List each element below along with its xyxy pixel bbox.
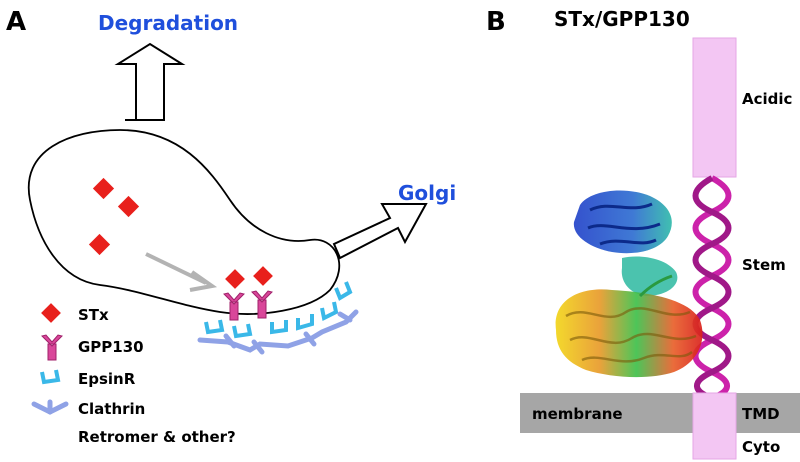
legend-epsinr-label: EpsinR [78, 370, 136, 388]
tmd-label: TMD [742, 405, 780, 423]
legend-stx-symbol [41, 303, 61, 323]
legend-stx-label: STx [78, 306, 109, 324]
legend: STx GPP130 EpsinR Clathrin Retromer & ot… [31, 303, 236, 446]
degradation-label: Degradation [98, 11, 238, 35]
legend-gpp130-label: GPP130 [78, 338, 144, 356]
golgi-arrow [332, 203, 428, 260]
gpp130-receptor [223, 292, 245, 321]
stx-diamond [253, 266, 273, 286]
panel-b-label: B [486, 7, 506, 37]
stx-diamond [88, 233, 111, 256]
stx-diamond [117, 195, 140, 218]
legend-gpp130-symbol [41, 334, 63, 361]
panel-a-label: A [6, 7, 26, 37]
stx-diamond [92, 177, 115, 200]
legend-epsinr-symbol [40, 369, 61, 385]
stem-helix [692, 175, 732, 401]
epsinr-coat [204, 281, 353, 339]
degradation-arrow [114, 42, 186, 121]
gpp130-receptor [251, 290, 273, 319]
endosome-outline [27, 129, 341, 315]
transport-arrow [145, 252, 207, 285]
clathrin-coat [197, 309, 359, 355]
cyto-label: Cyto [742, 438, 780, 456]
golgi-label: Golgi [398, 181, 456, 205]
transport-arrowhead [189, 270, 218, 292]
panel-b-title: STx/GPP130 [554, 7, 690, 31]
legend-clathrin-label: Clathrin [78, 400, 145, 418]
stem-label: Stem [742, 256, 786, 274]
membrane-label: membrane [532, 405, 623, 423]
stx-diamond [225, 269, 245, 289]
acidic-label: Acidic [742, 90, 792, 108]
tmd-cyto-domain [692, 392, 737, 460]
stx-protein-structure [555, 190, 703, 378]
legend-retromer-label: Retromer & other? [78, 428, 236, 446]
membrane-band [520, 393, 800, 433]
acidic-domain [692, 37, 737, 178]
